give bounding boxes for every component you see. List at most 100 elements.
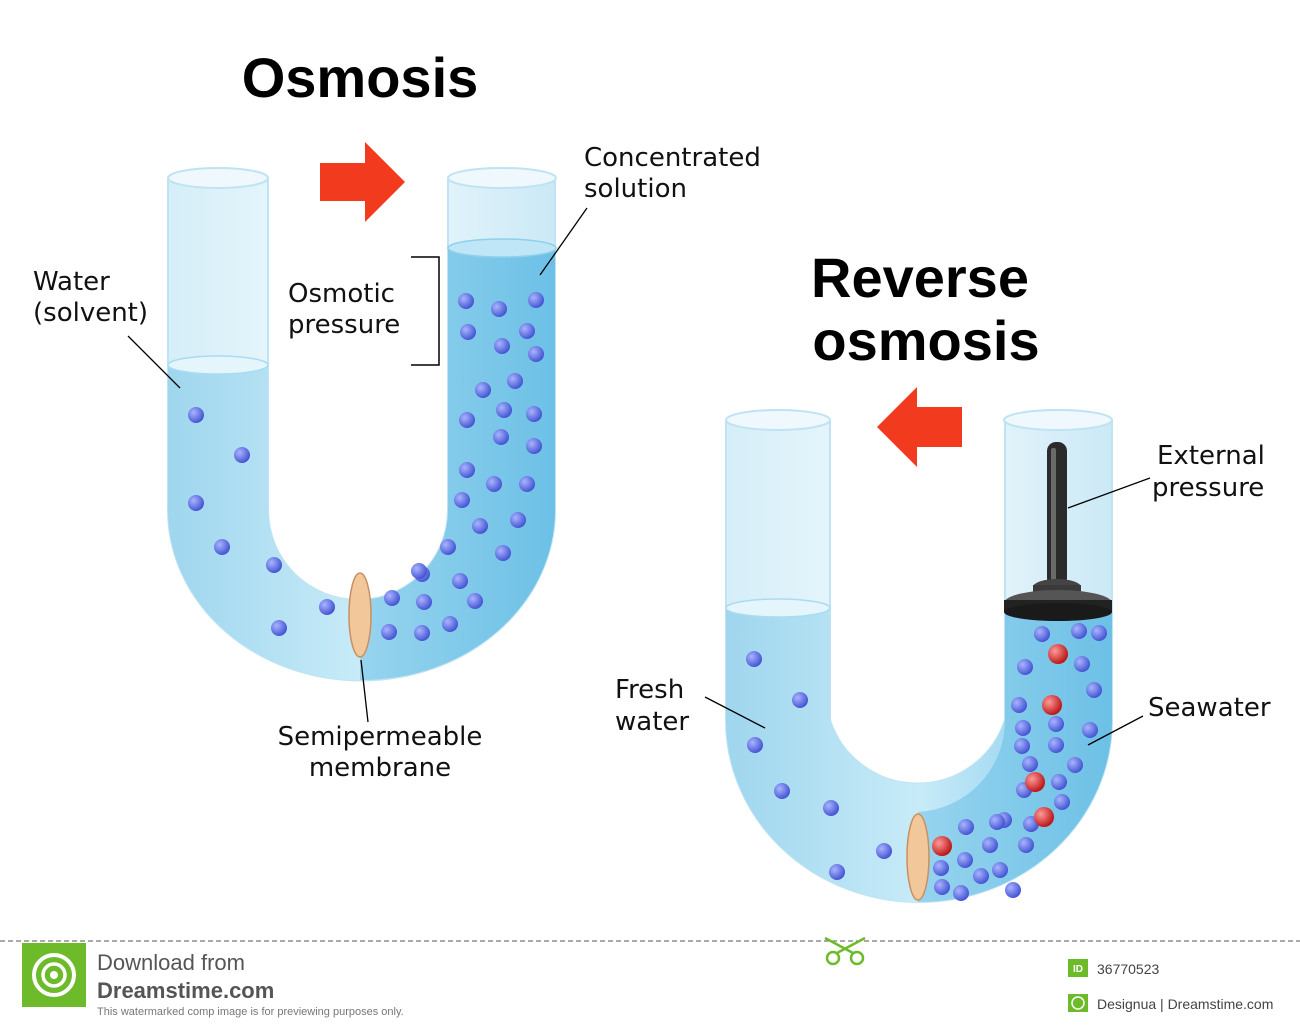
blue-molecule (933, 860, 949, 876)
label-solution: solution (584, 174, 687, 204)
osmosis-title: Osmosis (242, 46, 479, 109)
blue-molecule (459, 412, 475, 428)
blue-molecule (953, 885, 969, 901)
blue-molecule (747, 737, 763, 753)
blue-molecule (829, 864, 845, 880)
blue-molecule (491, 301, 507, 317)
blue-molecule (792, 692, 808, 708)
salt-ions (932, 644, 1068, 856)
label-osmotic: Osmotic (288, 279, 395, 309)
blue-molecule (454, 492, 470, 508)
blue-molecule (1005, 882, 1021, 898)
blue-molecule (475, 382, 491, 398)
blue-molecule (494, 338, 510, 354)
blue-molecule (519, 323, 535, 339)
leader-membrane (360, 659, 369, 723)
leader-fresh (704, 696, 766, 729)
blue-molecule (957, 852, 973, 868)
blue-molecule (214, 539, 230, 555)
reverse-title-line2: osmosis (812, 309, 1039, 372)
blue-molecule (266, 557, 282, 573)
blue-molecule (746, 651, 762, 667)
blue-molecule (1015, 720, 1031, 736)
left-u-tube (167, 167, 557, 682)
left-solute-molecules (188, 292, 544, 641)
label-external-pressure: pressure (1152, 473, 1264, 503)
red-salt-ion (1048, 644, 1068, 664)
blue-molecule (526, 406, 542, 422)
blue-molecule (1018, 837, 1034, 853)
blue-molecule (519, 476, 535, 492)
blue-molecule (1051, 774, 1067, 790)
blue-molecule (510, 512, 526, 528)
footer-disclaimer: This watermarked comp image is for previ… (97, 1006, 404, 1018)
label-external: External (1157, 441, 1265, 471)
blue-molecule (458, 293, 474, 309)
label-semipermeable: Semipermeable (278, 722, 483, 752)
blue-molecule (992, 862, 1008, 878)
blue-molecule (271, 620, 287, 636)
blue-molecule (452, 573, 468, 589)
blue-molecule (493, 429, 509, 445)
blue-molecule (460, 324, 476, 340)
blue-molecule (774, 783, 790, 799)
blue-molecule (973, 868, 989, 884)
label-membrane: membrane (309, 753, 451, 783)
footer-credit: Designua | Dreamstime.com (1097, 996, 1273, 1012)
blue-molecule (1048, 737, 1064, 753)
blue-molecule (528, 346, 544, 362)
red-salt-ion (1034, 807, 1054, 827)
blue-molecule (989, 814, 1005, 830)
footer-site[interactable]: Dreamstime.com (97, 978, 274, 1003)
blue-molecule (384, 590, 400, 606)
blue-molecule (188, 495, 204, 511)
blue-molecule (528, 292, 544, 308)
leader-seawater (1087, 715, 1144, 746)
blue-molecule (526, 438, 542, 454)
left-arrow-icon (877, 387, 962, 467)
red-salt-ion (1042, 695, 1062, 715)
blue-molecule (982, 837, 998, 853)
blue-molecule (416, 594, 432, 610)
blue-molecule (1091, 625, 1107, 641)
blue-molecule (876, 843, 892, 859)
left-membrane-icon (348, 572, 372, 658)
blue-molecule (1074, 656, 1090, 672)
osmotic-pressure-bracket (411, 256, 440, 366)
red-salt-ion (932, 836, 952, 856)
blue-molecule (442, 616, 458, 632)
blue-molecule (1054, 794, 1070, 810)
blue-molecule (1022, 756, 1038, 772)
blue-molecule (234, 447, 250, 463)
leader-external (1067, 477, 1151, 509)
blue-molecule (486, 476, 502, 492)
label-solvent: (solvent) (33, 298, 148, 328)
right-u-tube (725, 409, 1113, 903)
blue-molecule (1071, 623, 1087, 639)
copyright-icon (1068, 994, 1088, 1012)
reverse-title-line1: Reverse (811, 246, 1029, 309)
blue-molecule (934, 879, 950, 895)
right-arrow-icon (320, 142, 405, 222)
blue-molecule (459, 462, 475, 478)
blue-molecule (467, 593, 483, 609)
leader-water (127, 335, 181, 389)
svg-text:ID: ID (1073, 964, 1083, 975)
blue-molecule (414, 625, 430, 641)
blue-molecule (319, 599, 335, 615)
blue-molecule (472, 518, 488, 534)
label-water-fresh: water (615, 707, 689, 737)
blue-molecule (496, 402, 512, 418)
label-concentrated: Concentrated (584, 143, 761, 173)
right-membrane-icon (906, 813, 930, 901)
blue-molecule (495, 545, 511, 561)
blue-molecule (188, 407, 204, 423)
dreamstime-logo-icon (22, 943, 86, 1007)
blue-molecule (1048, 716, 1064, 732)
blue-molecule (958, 819, 974, 835)
id-badge-icon: ID (1068, 959, 1088, 977)
footer-image-id: 36770523 (1097, 961, 1160, 977)
blue-molecule (381, 624, 397, 640)
blue-molecule (1086, 682, 1102, 698)
blue-molecule (823, 800, 839, 816)
